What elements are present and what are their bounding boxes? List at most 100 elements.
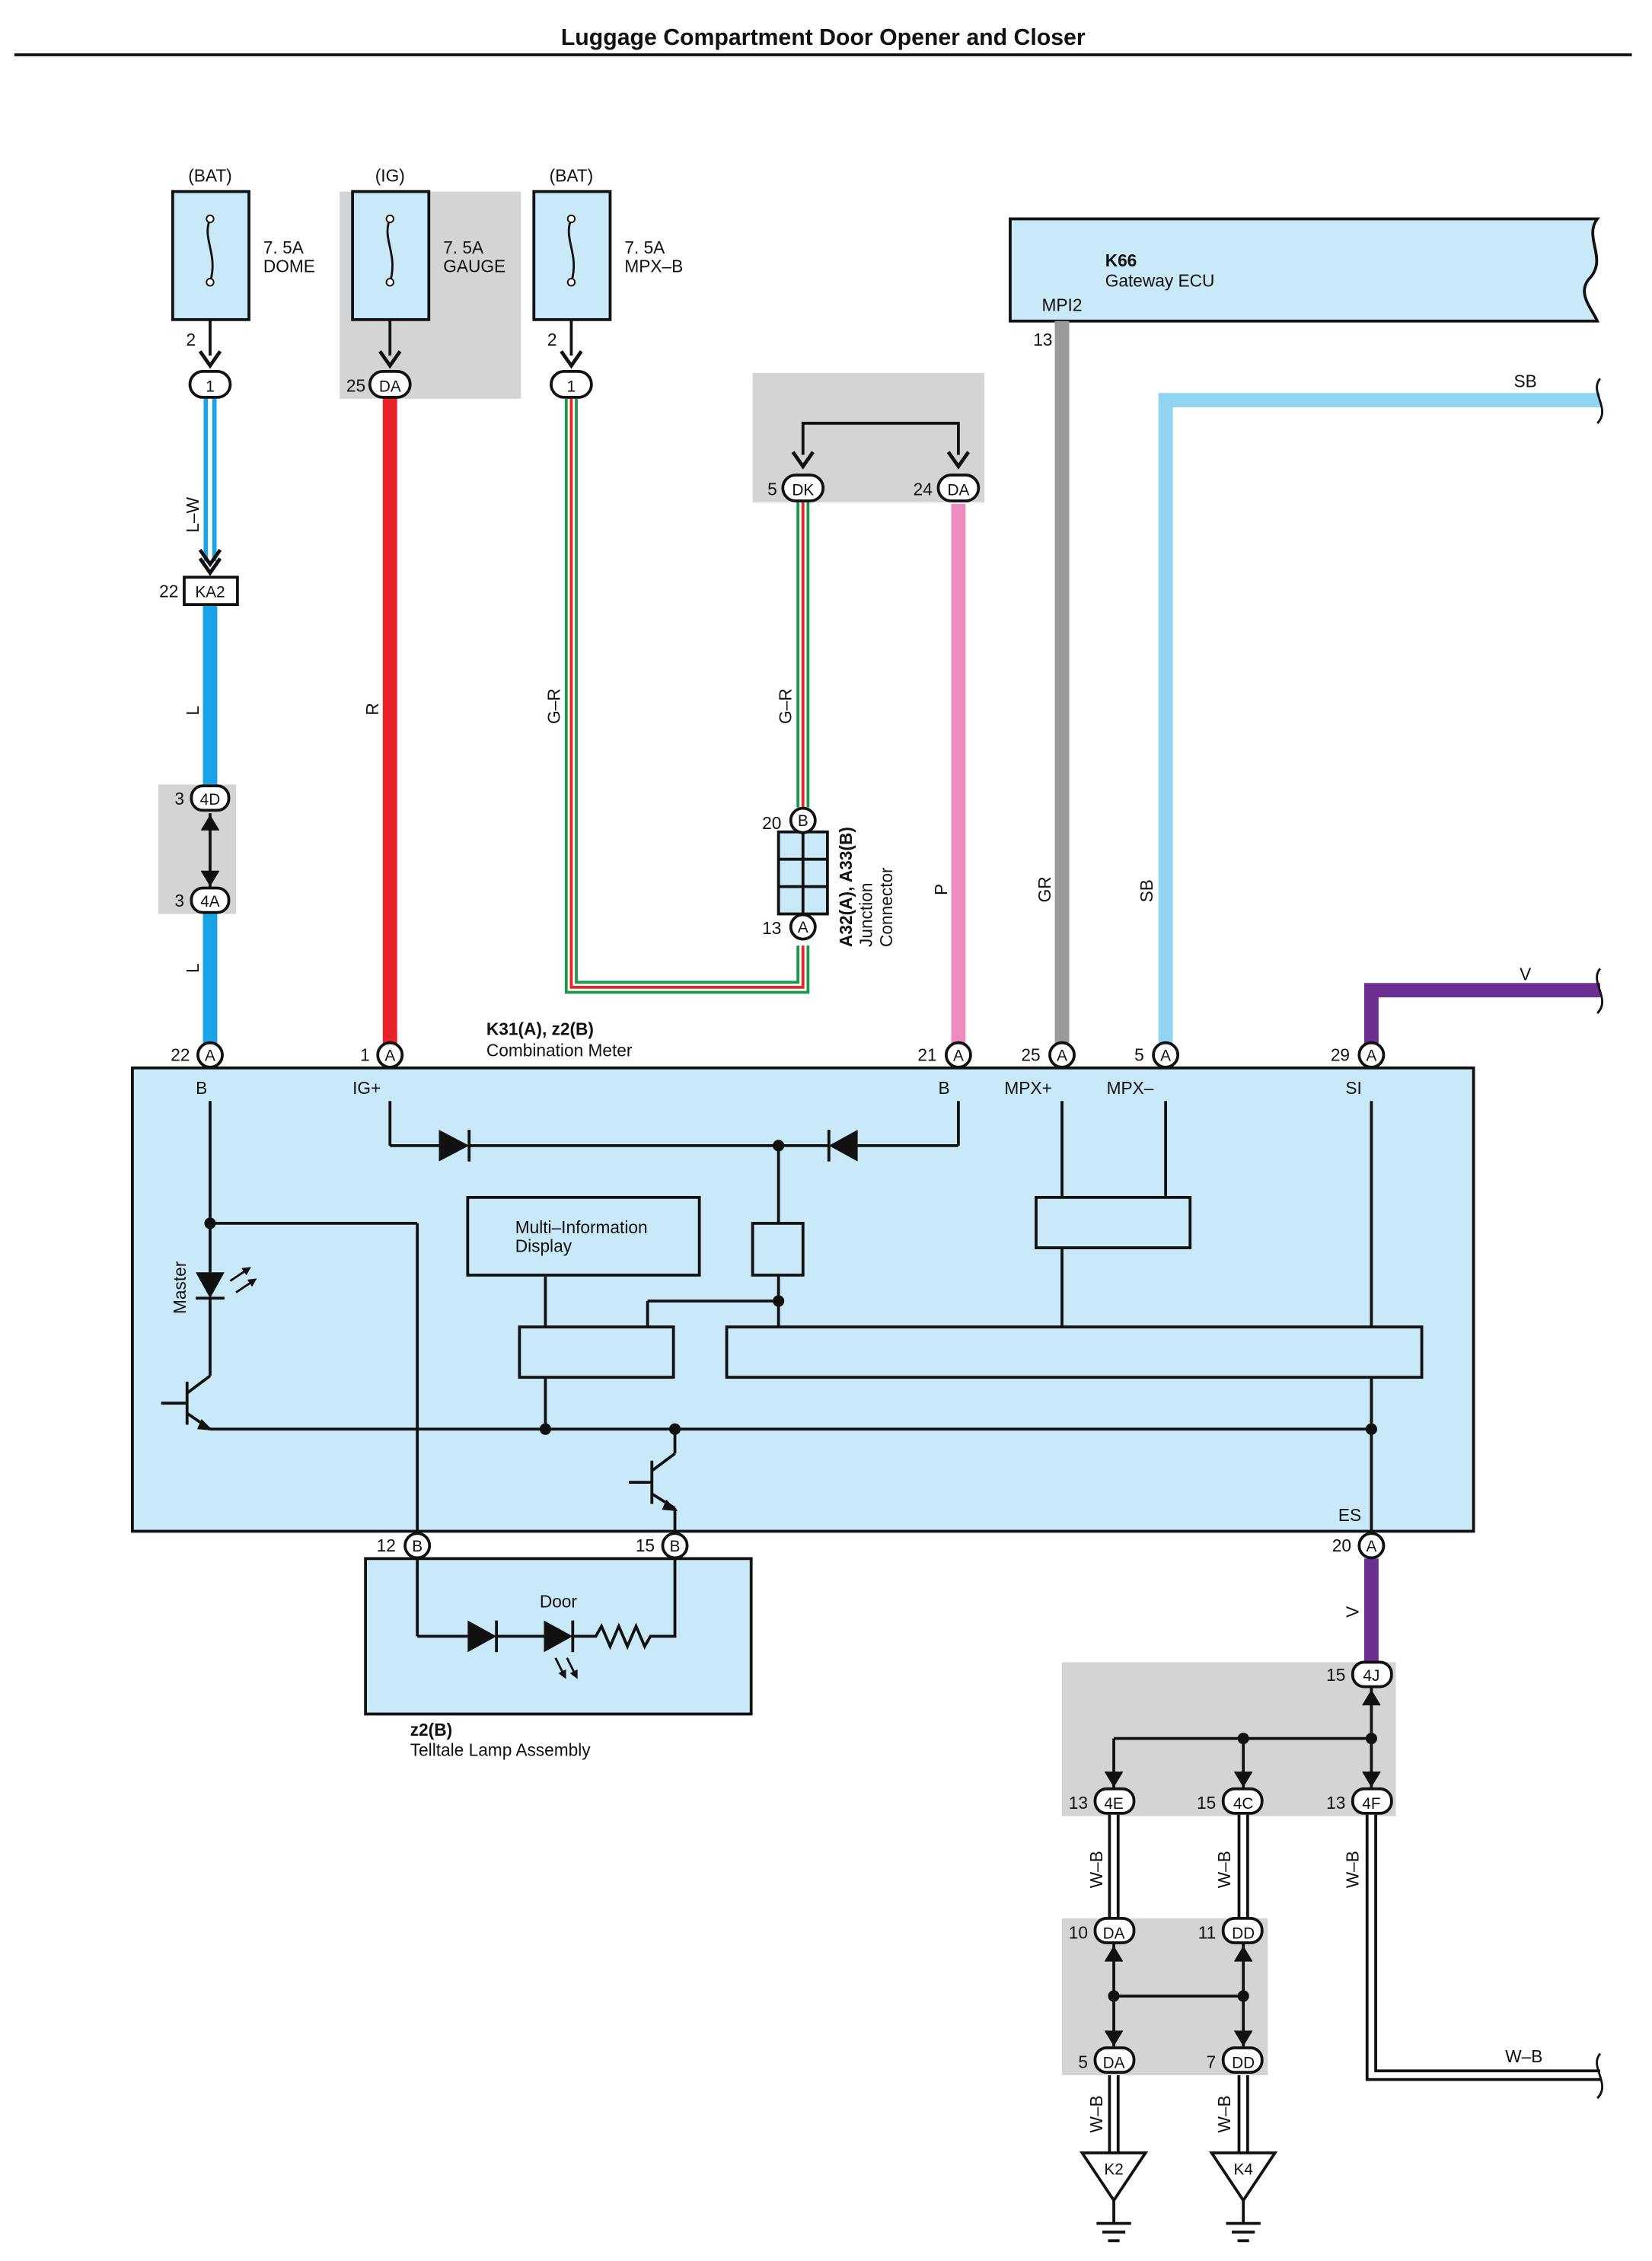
- conn-dk: 5 DK: [767, 474, 825, 502]
- jc-name-1: Junction: [856, 883, 875, 947]
- wl-v-right: V: [1520, 964, 1532, 984]
- svg-text:B: B: [412, 1538, 423, 1555]
- svg-text:4E: 4E: [1104, 1795, 1123, 1813]
- conn-da5: 5 DA: [1078, 2046, 1136, 2074]
- fuse-gauge-rating: 7. 5A: [443, 238, 484, 257]
- wl-l1: L: [183, 706, 203, 716]
- svg-text:DD: DD: [1232, 1925, 1255, 1942]
- gateway-id: K66: [1105, 250, 1137, 270]
- gateway-terminal: MPI2: [1042, 295, 1083, 315]
- conn-dk-pin: 5: [767, 479, 777, 499]
- wl-wb4: W–B: [1086, 2095, 1106, 2132]
- wl-wb1: W–B: [1086, 1851, 1106, 1888]
- meter-cpu-bar: [725, 1325, 1424, 1379]
- svg-text:SI: SI: [1345, 1078, 1361, 1098]
- conn-4c: 15 4C: [1197, 1787, 1264, 1815]
- master-label: Master: [170, 1261, 190, 1314]
- fuse-mpxb-rating: 7. 5A: [624, 238, 665, 257]
- svg-text:IG+: IG+: [352, 1078, 381, 1098]
- wl-wb5: W–B: [1214, 2095, 1234, 2132]
- svg-text:13: 13: [1069, 1793, 1088, 1813]
- svg-text:4C: 4C: [1233, 1795, 1254, 1813]
- fuse-dome-icon: [206, 218, 214, 283]
- ground-k4-label: K4: [1233, 2161, 1252, 2178]
- svg-text:13: 13: [1326, 1793, 1345, 1813]
- multi-info-display: [466, 1196, 701, 1277]
- svg-text:11: 11: [1198, 1922, 1217, 1942]
- svg-text:A: A: [1366, 1047, 1376, 1064]
- wire-v-end: [1596, 968, 1603, 1014]
- svg-text:1: 1: [360, 1044, 370, 1064]
- svg-text:29: 29: [1331, 1044, 1350, 1064]
- svg-text:A: A: [205, 1047, 215, 1064]
- fuse-mpxb: (BAT) 7. 5A MPX–B: [532, 165, 683, 321]
- wire-l-segment-1: [203, 604, 218, 785]
- wire-gr-1: [564, 398, 810, 994]
- meter-pin-1: 1 A IG+: [352, 1041, 404, 1098]
- meter-pin-21: 21 A B: [917, 1041, 972, 1098]
- conn-4e: 13 4E: [1069, 1787, 1136, 1815]
- fuse-dome-source: (BAT): [188, 165, 232, 185]
- conn-ka2: 22 KA2: [159, 576, 239, 607]
- fuse-gauge-icon: [386, 218, 394, 283]
- svg-text:A: A: [1057, 1047, 1067, 1064]
- jc-name-2: Connector: [876, 867, 896, 947]
- conn-dd7: 7 DD: [1207, 2046, 1264, 2074]
- svg-text:15: 15: [1197, 1793, 1216, 1813]
- svg-text:A: A: [1160, 1047, 1171, 1064]
- svg-text:4F: 4F: [1362, 1795, 1380, 1813]
- mpx-interface-box: [1035, 1196, 1192, 1249]
- wire-p: [951, 503, 966, 1044]
- svg-text:25: 25: [1021, 1044, 1040, 1064]
- conn-dome-id: 1: [206, 378, 215, 395]
- telltale-diode-icon: [467, 1620, 497, 1653]
- svg-text:5: 5: [1134, 1044, 1144, 1064]
- wire-gray: [1054, 320, 1070, 1044]
- telltale-name: Telltale Lamp Assembly: [410, 1740, 592, 1759]
- gateway-pin: 13: [1033, 330, 1052, 349]
- wire-wb-end: [1596, 2052, 1603, 2100]
- conn-dk-id: DK: [792, 481, 814, 499]
- meter-pin-5: 5 A MPX–: [1107, 1041, 1180, 1098]
- wire-wb: [1108, 1814, 1600, 2154]
- conn-da10: 10 DA: [1069, 1917, 1136, 1944]
- fuse-gauge-source: (IG): [375, 165, 405, 185]
- svg-text:DA: DA: [1103, 1925, 1125, 1942]
- wl-r: R: [362, 703, 382, 715]
- svg-text:ES: ES: [1338, 1505, 1361, 1525]
- conn-gauge: 25 DA: [346, 370, 412, 399]
- conn-mpxb-id: 1: [567, 378, 576, 395]
- jc-conn-bottom: A: [798, 919, 808, 936]
- conn-ka2-pin: 22: [159, 582, 178, 601]
- svg-text:MPX+: MPX+: [1004, 1078, 1051, 1098]
- svg-text:B: B: [938, 1078, 949, 1098]
- conn-gauge-pin: 25: [346, 375, 365, 395]
- page-title: Luggage Compartment Door Opener and Clos…: [561, 25, 1086, 50]
- meter-pin-25: 25 A MPX+: [1004, 1041, 1076, 1098]
- door-label: Door: [540, 1592, 578, 1612]
- conn-4d-pin: 3: [174, 789, 184, 808]
- svg-text:B: B: [196, 1078, 207, 1098]
- svg-text:A: A: [953, 1047, 964, 1064]
- meter-pin-a20: 20 A ES: [1332, 1505, 1386, 1560]
- fuse-mpxb-source: (BAT): [550, 165, 594, 185]
- svg-text:B: B: [670, 1538, 681, 1555]
- conn-da-top-pin: 24: [914, 479, 933, 499]
- wl-sb-right: SB: [1514, 372, 1537, 391]
- gateway-name: Gateway ECU: [1105, 270, 1215, 290]
- conn-da-top: 24 DA: [914, 474, 981, 502]
- conn-4a-id: 4A: [200, 893, 220, 910]
- svg-text:7: 7: [1207, 2052, 1217, 2071]
- wl-wb-right: W–B: [1505, 2046, 1542, 2066]
- meter-pin-29: 29 A SI: [1331, 1041, 1386, 1098]
- wl-wb2: W–B: [1214, 1851, 1234, 1888]
- multi-info-label-2: Display: [515, 1236, 572, 1256]
- transistor-left-icon: [161, 1374, 212, 1430]
- wl-gr2: G–R: [776, 688, 796, 724]
- conn-4a: 3 4A: [174, 886, 231, 914]
- wire-l-segment-2: [203, 914, 218, 1044]
- gateway-ecu: K66 Gateway ECU MPI2 13: [1009, 217, 1601, 349]
- conn-dome-pin: 2: [186, 330, 196, 349]
- meter-pin-22: 22 A B: [171, 1041, 224, 1098]
